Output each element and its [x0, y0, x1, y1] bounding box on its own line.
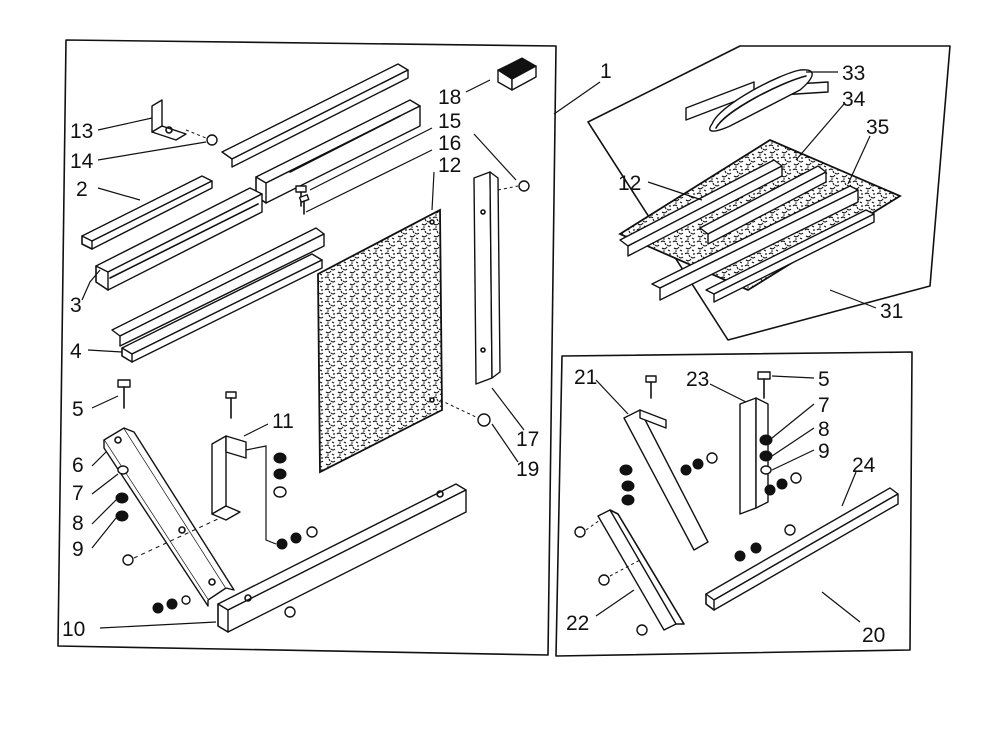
callout-33: 33	[842, 62, 865, 85]
part-9-nut	[115, 510, 129, 522]
part-11-nuts	[245, 445, 318, 550]
part-12-filter-panel	[317, 208, 443, 474]
callout-12-right: 12	[618, 172, 641, 195]
callout-6: 6	[72, 454, 84, 477]
part-19-nut	[439, 399, 491, 427]
callout-labels: 1 2 3 4 5 6 7 8 9 10 11 12 13 14 15 16 1…	[62, 60, 903, 647]
leader-lines-right-bottom	[595, 375, 861, 623]
callout-1: 1	[600, 60, 612, 83]
callout-19: 19	[516, 458, 539, 481]
part-17-vertical-channel	[473, 171, 501, 385]
part-15-screw	[295, 185, 310, 215]
part-5-bolt	[117, 379, 131, 409]
callout-22: 22	[566, 612, 589, 635]
part-14-screw	[185, 129, 218, 146]
callout-18: 18	[438, 86, 461, 109]
callout-11: 11	[272, 410, 294, 433]
filter-kit-panel	[587, 45, 951, 341]
nut-cluster-bottom-left	[152, 595, 191, 614]
leader-lines-right-top	[647, 71, 877, 309]
callout-8-right: 8	[818, 418, 830, 441]
part-8-lockwasher	[115, 492, 129, 504]
part-22-arm	[597, 509, 685, 631]
callout-31: 31	[880, 300, 903, 323]
part-35-angle-strips	[651, 185, 875, 303]
support-kit-panel	[555, 351, 913, 657]
part-4-bar	[121, 253, 323, 363]
part-3-angle	[95, 187, 263, 291]
callout-5: 5	[72, 398, 84, 421]
part-24-rail	[705, 487, 899, 611]
callout-9: 9	[72, 538, 84, 561]
callout-35: 35	[866, 116, 889, 139]
callout-10: 10	[62, 618, 85, 641]
main-assembly-panel	[57, 39, 601, 656]
callout-17: 17	[516, 428, 539, 451]
callout-20: 20	[862, 624, 885, 647]
part-channel-rail	[255, 99, 421, 204]
part-10-bottom-rail	[217, 483, 467, 633]
callout-24: 24	[852, 454, 876, 477]
callout-8: 8	[72, 512, 84, 535]
lower-left-screw	[122, 517, 221, 566]
bottom-right-hardware	[574, 434, 802, 636]
part-34-foam-strips	[619, 159, 827, 257]
part-13-bracket	[151, 99, 187, 141]
callout-12-left: 12	[438, 154, 461, 177]
part-18-foam-block	[496, 57, 538, 91]
callout-21: 21	[574, 366, 597, 389]
part-6-support-arm	[103, 427, 235, 607]
part-11-bracket	[211, 391, 247, 521]
part-7-washer	[117, 465, 129, 475]
part-33-strip	[685, 69, 829, 132]
callout-23: 23	[686, 368, 709, 391]
callout-15: 15	[438, 110, 461, 133]
callout-16: 16	[438, 132, 461, 155]
callout-2: 2	[76, 178, 88, 201]
callout-5-right: 5	[818, 368, 830, 391]
callout-34: 34	[842, 88, 866, 111]
part-21-bracket	[623, 375, 709, 551]
callout-14: 14	[70, 150, 94, 173]
part-16-strip	[111, 227, 325, 347]
callout-3: 3	[70, 294, 82, 317]
part-top-rail	[221, 63, 409, 168]
leader-lines-left	[81, 79, 601, 629]
part-15-side-screw	[497, 180, 530, 192]
callout-4: 4	[70, 340, 82, 363]
callout-7-right: 7	[818, 394, 830, 417]
callout-9-right: 9	[818, 440, 830, 463]
callout-13: 13	[70, 120, 93, 143]
callout-7: 7	[72, 482, 84, 505]
part-2-bar	[81, 175, 213, 250]
